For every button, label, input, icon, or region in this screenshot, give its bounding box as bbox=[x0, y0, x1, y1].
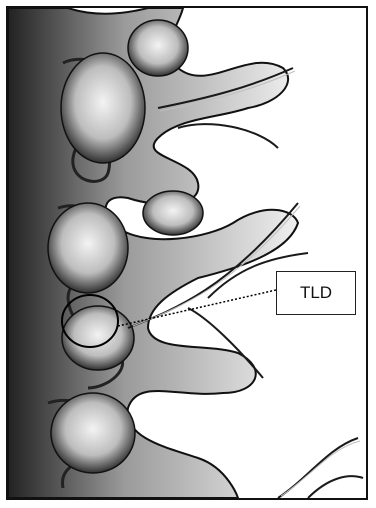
tld-label: TLD bbox=[300, 283, 332, 303]
tld-label-box: TLD bbox=[276, 271, 356, 315]
image-frame: TLD bbox=[6, 6, 368, 500]
cortex-contour-image bbox=[8, 8, 366, 498]
